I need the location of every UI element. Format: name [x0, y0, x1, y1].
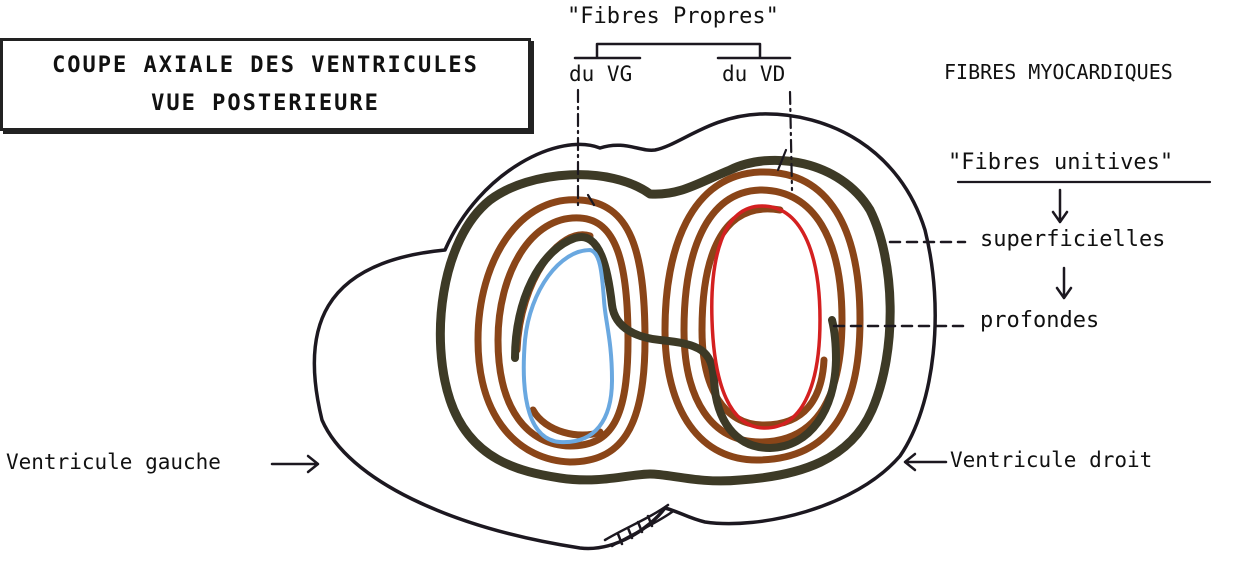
arrow-ventricule-gauche [272, 456, 318, 472]
title-line-1: COUPE AXIALE DES VENTRICULES [52, 47, 479, 85]
ventricule-gauche-label: Ventricule gauche [6, 450, 221, 474]
title-box: COUPE AXIALE DES VENTRICULES VUE POSTERI… [0, 38, 531, 131]
fibres-propres-bracket [575, 44, 790, 58]
right-ventricle-cavity [712, 206, 820, 428]
profondes-label: profondes [980, 308, 1099, 333]
rv-proper-fibre-ring-1 [665, 172, 860, 460]
arrow-superficielles-to-profondes [1057, 268, 1071, 298]
deep-unitive-fibre [515, 237, 836, 448]
fibres-propres-label: "Fibres Propres" [567, 4, 779, 29]
fibres-myocardiques-label: FIBRES MYOCARDIQUES [944, 60, 1173, 84]
arrow-unitives-to-superficielles [1053, 190, 1067, 222]
arrow-ventricule-droit [905, 454, 946, 470]
ventricule-droit-label: Ventricule droit [950, 448, 1152, 472]
superficielles-label: superficielles [980, 227, 1165, 252]
du-vg-label: du VG [569, 62, 632, 86]
du-vd-label: du VD [722, 62, 785, 86]
fibres-unitives-label: "Fibres unitives" [948, 150, 1173, 175]
title-line-2: VUE POSTERIEURE [151, 85, 380, 123]
